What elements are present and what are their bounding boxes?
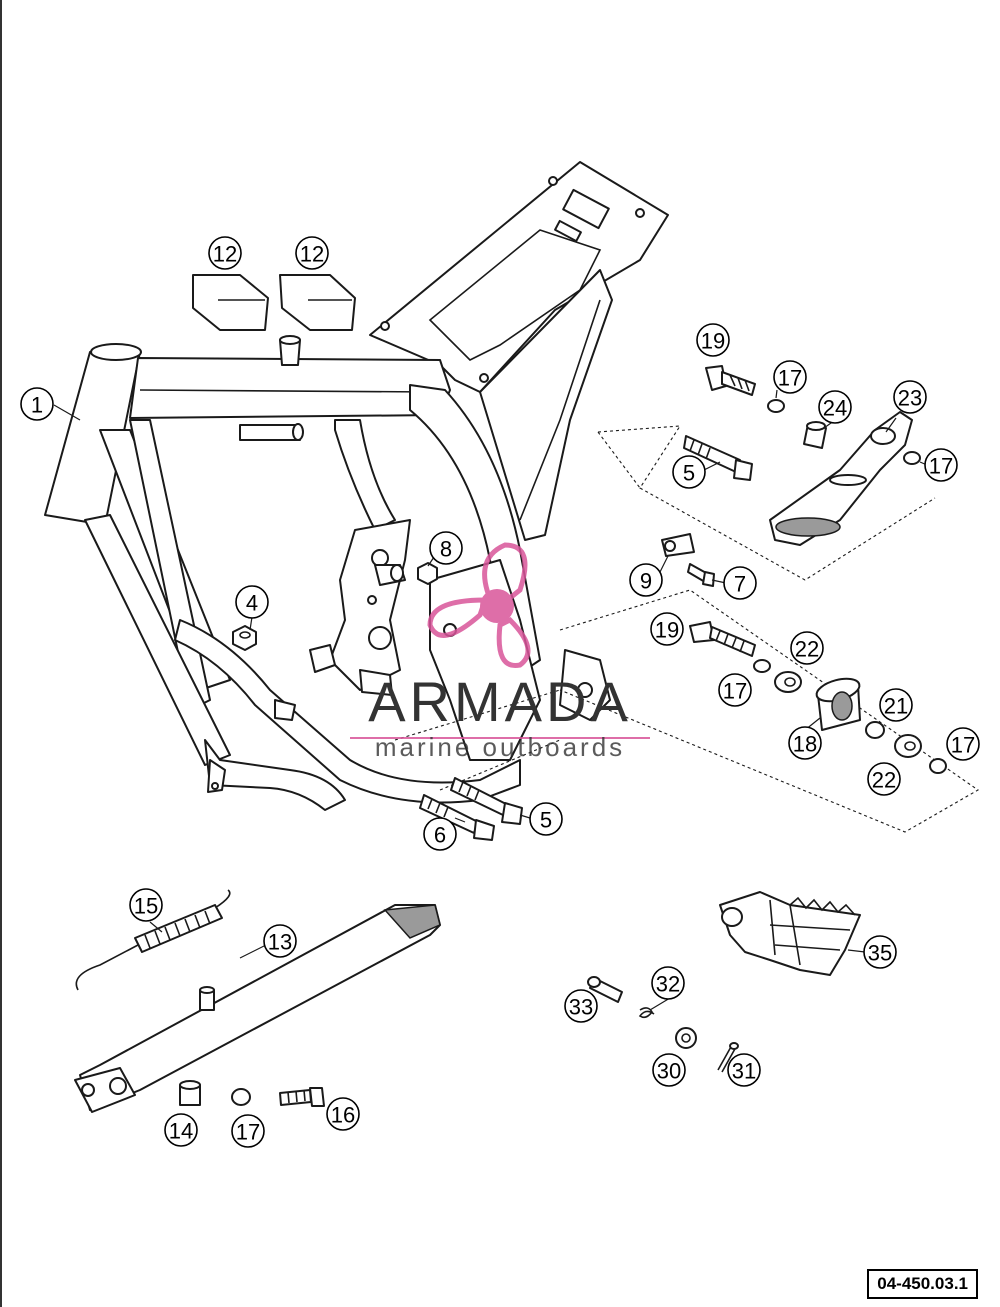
callout-22: 22 — [790, 631, 824, 665]
brake-pedal-assembly — [597, 365, 936, 587]
callout-12: 12 — [295, 236, 329, 270]
svg-text:21: 21 — [884, 694, 908, 719]
watermark-brand: ARMADA — [368, 670, 632, 733]
diagram-reference-code: 04-450.03.1 — [867, 1269, 978, 1299]
callout-14: 14 — [164, 1113, 198, 1147]
svg-text:22: 22 — [795, 637, 819, 662]
spring-coils — [134, 904, 223, 953]
svg-text:17: 17 — [778, 366, 802, 391]
pivot-bushing-assembly — [559, 589, 980, 833]
svg-text:19: 19 — [701, 329, 725, 354]
svg-text:12: 12 — [213, 242, 237, 267]
callout-35: 35 — [863, 935, 897, 969]
bolts-lower — [394, 689, 561, 841]
callout-15: 15 — [129, 888, 163, 922]
callout-19: 19 — [650, 612, 684, 646]
callout-32: 32 — [651, 966, 685, 1000]
nut-part-4 — [232, 625, 257, 651]
callout-5: 5 — [672, 455, 706, 489]
watermark-logo — [350, 542, 650, 739]
callout-12: 12 — [208, 236, 242, 270]
nut-part-8 — [417, 562, 438, 585]
callout-17: 17 — [773, 360, 807, 394]
callout-6: 6 — [423, 817, 457, 851]
callout-17: 17 — [718, 673, 752, 707]
svg-text:22: 22 — [872, 768, 896, 793]
svg-text:17: 17 — [723, 679, 747, 704]
callout-13: 13 — [263, 924, 297, 958]
frame-guard-pads — [192, 274, 356, 331]
svg-text:17: 17 — [951, 733, 975, 758]
svg-text:30: 30 — [657, 1059, 681, 1084]
callout-19: 19 — [696, 323, 730, 357]
svg-text:9: 9 — [640, 569, 652, 594]
svg-text:14: 14 — [169, 1119, 193, 1144]
svg-text:23: 23 — [898, 386, 922, 411]
callout-5: 5 — [529, 802, 563, 836]
callout-33: 33 — [564, 989, 598, 1023]
callout-7: 7 — [723, 566, 757, 600]
svg-text:16: 16 — [331, 1103, 355, 1128]
callout-17: 17 — [946, 727, 980, 761]
svg-text:6: 6 — [434, 823, 446, 848]
callout-24: 24 — [818, 390, 852, 424]
watermark-text: ARMADA marine outboards — [340, 670, 660, 763]
svg-text:12: 12 — [300, 242, 324, 267]
callout-21: 21 — [879, 688, 913, 722]
svg-text:15: 15 — [134, 894, 158, 919]
svg-text:24: 24 — [823, 396, 847, 421]
svg-text:32: 32 — [656, 972, 680, 997]
svg-text:35: 35 — [868, 941, 892, 966]
callout-30: 30 — [652, 1053, 686, 1087]
svg-text:4: 4 — [246, 591, 258, 616]
callout-17: 17 — [924, 448, 958, 482]
callout-18: 18 — [788, 726, 822, 760]
watermark-tagline: marine outboards — [374, 732, 626, 762]
svg-text:19: 19 — [655, 618, 679, 643]
frame-assembly — [44, 161, 669, 811]
svg-text:18: 18 — [793, 732, 817, 757]
callout-9: 9 — [629, 563, 663, 597]
svg-text:31: 31 — [732, 1059, 756, 1084]
svg-text:7: 7 — [734, 572, 746, 597]
callout-8: 8 — [429, 531, 463, 565]
page-border — [0, 0, 2, 1307]
svg-text:5: 5 — [683, 461, 695, 486]
callout-22: 22 — [867, 762, 901, 796]
svg-text:13: 13 — [268, 930, 292, 955]
callout-31: 31 — [727, 1053, 761, 1087]
callout-16: 16 — [326, 1097, 360, 1131]
callout-17: 17 — [231, 1114, 265, 1148]
svg-text:1: 1 — [31, 393, 43, 418]
svg-text:5: 5 — [540, 808, 552, 833]
callout-1: 1 — [20, 387, 54, 421]
callout-4: 4 — [235, 585, 269, 619]
footpeg-assembly — [587, 891, 861, 1073]
svg-text:17: 17 — [236, 1120, 260, 1145]
svg-text:33: 33 — [569, 995, 593, 1020]
svg-text:17: 17 — [929, 454, 953, 479]
side-stand-assembly — [74, 889, 441, 1113]
svg-text:8: 8 — [440, 537, 452, 562]
callout-23: 23 — [893, 380, 927, 414]
